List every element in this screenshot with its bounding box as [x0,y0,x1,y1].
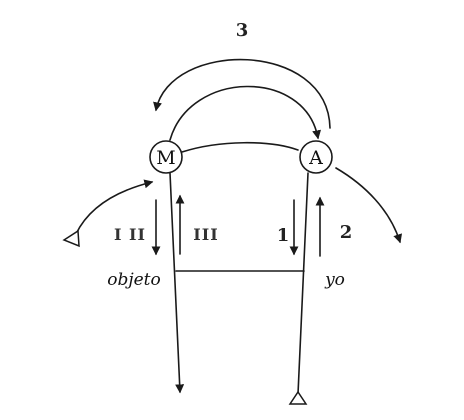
node-m-label: M [156,147,175,169]
label-iii: III [193,225,218,244]
a-down-line [297,172,309,395]
label-objeto: objeto [107,270,161,290]
bottom-triangle-icon [288,390,308,405]
right-output-arrow [335,167,403,244]
node-a-label: A [308,147,323,169]
node-m [149,140,183,174]
m-a-connector-arc [181,141,299,153]
label-i-ii: I II [114,225,146,244]
left-triangle-icon [62,229,80,248]
label-2: 2 [340,222,353,243]
label-yo: yo [324,270,345,290]
label-1: 1 [277,225,290,246]
label-3: 3 [236,20,249,41]
top-feedback-arrow [153,58,331,129]
left-input-arrow [75,179,154,235]
m-down-line [169,172,185,394]
top-inner-arrow [169,85,322,141]
node-a [299,140,333,174]
